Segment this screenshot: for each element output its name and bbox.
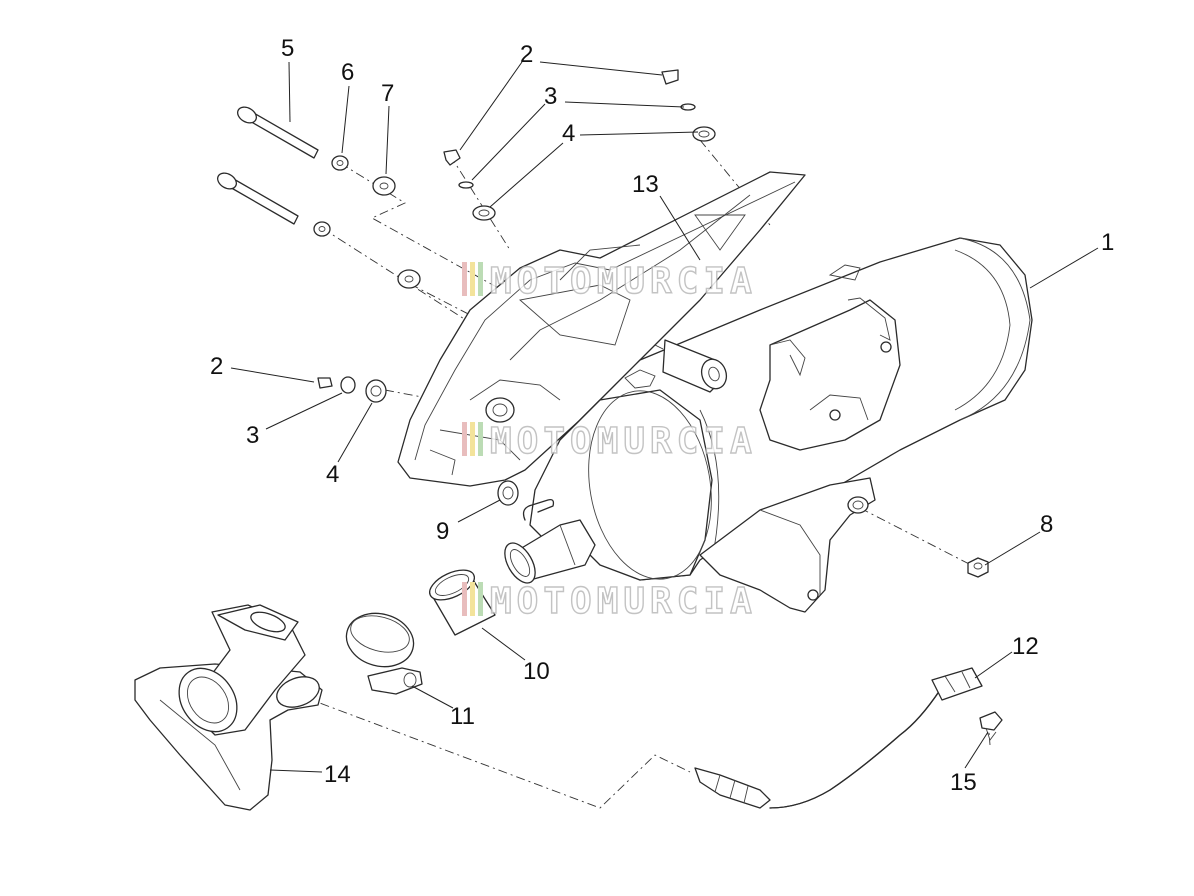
watermark-stripe (470, 262, 475, 296)
callout-4-lower: 4 (326, 461, 339, 488)
watermark-bottom: MOTOMURCIA (462, 580, 757, 623)
callout-1: 1 (1101, 229, 1114, 256)
watermark-stripe (470, 582, 475, 616)
watermark-middle: MOTOMURCIA (462, 420, 757, 463)
watermark-stripe (462, 582, 467, 616)
callout-10: 10 (523, 658, 550, 685)
bolt-long-upper (237, 106, 319, 159)
callout-12: 12 (1012, 633, 1039, 660)
watermark-stripe (478, 422, 483, 456)
callout-5: 5 (281, 35, 294, 62)
watermark-top: MOTOMURCIA (462, 260, 757, 303)
callout-numbers: 1 2 3 4 5 6 7 13 2 3 4 9 8 10 11 12 14 1… (210, 35, 1114, 796)
watermark-text: MOTOMURCIA (490, 261, 757, 302)
watermark-text: MOTOMURCIA (490, 581, 757, 622)
callout-2-lower: 2 (210, 353, 223, 380)
callout-13: 13 (632, 171, 659, 198)
callout-11: 11 (450, 703, 475, 730)
watermark-stripe (462, 262, 467, 296)
leader-lines (230, 61, 1099, 773)
muffler (504, 237, 1033, 613)
callout-6: 6 (341, 59, 354, 86)
callout-14: 14 (324, 761, 351, 788)
callout-7: 7 (381, 80, 394, 107)
bolt-long-lower (217, 172, 299, 225)
washers (313, 155, 421, 289)
lower-fasteners (317, 376, 519, 506)
callout-15: 15 (950, 769, 977, 796)
callout-3-upper: 3 (544, 83, 557, 110)
callout-4-upper: 4 (562, 120, 575, 147)
heat-shield-bracket (397, 171, 806, 487)
watermark-text: MOTOMURCIA (490, 421, 757, 462)
exhaust-manifold (134, 604, 323, 811)
lambda-sensor (694, 667, 983, 809)
sensor-clip (979, 711, 1003, 741)
callout-3-lower: 3 (246, 422, 259, 449)
callout-9: 9 (436, 518, 449, 545)
watermark-stripe (462, 422, 467, 456)
watermark-stripe (478, 582, 483, 616)
upper-fasteners (443, 69, 716, 221)
clamp (345, 612, 423, 695)
callout-2-upper: 2 (520, 41, 533, 68)
watermark-stripe (478, 262, 483, 296)
watermark-stripe (470, 422, 475, 456)
nut (967, 557, 989, 578)
gasket-sleeve (429, 569, 496, 636)
callout-8: 8 (1040, 511, 1053, 538)
